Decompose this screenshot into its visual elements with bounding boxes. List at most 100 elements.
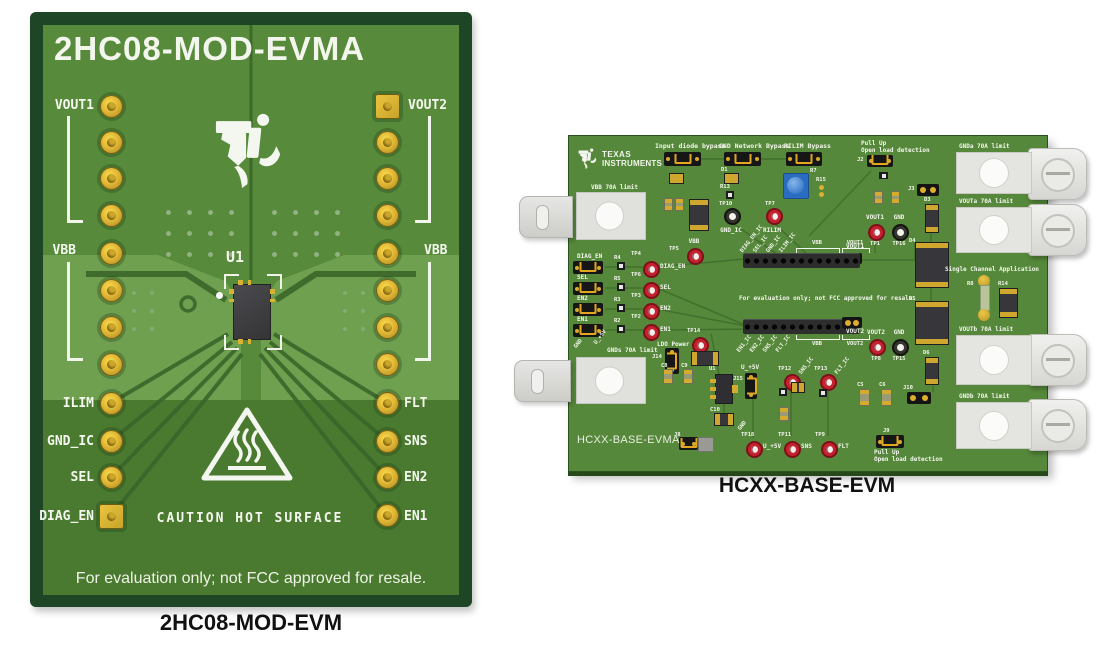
resistor	[726, 191, 734, 199]
pin-label-vbb-right: VBB	[424, 243, 448, 258]
tp-sns-ref: TP11	[778, 432, 792, 438]
gold-pad	[376, 131, 399, 154]
test-point-rilim	[766, 208, 783, 225]
ref-d4: D4	[909, 238, 916, 244]
gold-pad-square	[375, 94, 400, 119]
ctl-name-en2: EN2	[577, 295, 588, 302]
diode	[689, 199, 709, 231]
bracket-line	[428, 262, 431, 360]
ctl-tp-ref: TP2	[631, 314, 641, 320]
single-channel-label: Single Channel Application	[945, 266, 1039, 273]
ref-j8: J8	[674, 432, 681, 438]
jumper-sel	[573, 282, 603, 295]
side-vout2-label: VOUT2	[846, 328, 865, 335]
jumper-label-rilim-bypass: RILIM Bypass	[784, 142, 831, 150]
capacitor	[675, 198, 684, 211]
pull-up-top-label2: Open load detection	[861, 147, 930, 154]
bracket-tick	[415, 358, 431, 361]
screw-terminal	[1028, 204, 1087, 256]
terminal-label-gnds: GNDs 70A limit	[607, 347, 658, 354]
ctl-res-ref: R2	[614, 318, 621, 324]
pin-header	[743, 319, 860, 334]
pull-up-bottom-label2: Open load detection	[874, 456, 943, 463]
tp14-ref: TP14	[687, 328, 701, 334]
jumper-2pin	[907, 392, 931, 404]
tp-vout1-signal: VOUT1	[865, 214, 885, 221]
capacitor	[714, 413, 734, 426]
diode	[925, 357, 939, 385]
ref-u1: U1	[709, 366, 716, 372]
tp-flt-signal: FLT	[838, 443, 849, 450]
diode	[925, 204, 939, 233]
jumper-input-diode-bypass	[664, 152, 701, 166]
header-top-vout1: VOUT1	[846, 240, 864, 246]
bracket-tick	[415, 220, 431, 223]
screw-terminal	[1028, 148, 1087, 200]
trimmer-potentiometer	[783, 173, 809, 199]
pin-header	[743, 253, 860, 268]
pull-up-top-label1: Pull Up	[861, 140, 887, 147]
pin-label-gnd-ic: GND_IC	[47, 434, 94, 449]
gold-pad	[376, 430, 399, 453]
tp-gnd1-ref: TP16	[892, 241, 906, 247]
resistor	[999, 288, 1018, 318]
pin-label-sel: SEL	[70, 470, 94, 485]
solder-pad	[819, 185, 824, 190]
test-point-gnd2	[892, 339, 909, 356]
ctl-signal: EN2	[660, 305, 671, 312]
bus-bracket	[796, 335, 840, 340]
test-point-gnd-ic	[724, 208, 741, 225]
test-point-vout1	[868, 224, 885, 241]
diode	[915, 242, 949, 288]
capacitor	[881, 389, 892, 406]
pin1-marker	[216, 292, 223, 299]
jumper-u5v	[745, 373, 757, 399]
ctl-tp-ref: TP6	[631, 272, 641, 278]
gold-pad	[376, 167, 399, 190]
ref-d5: D5	[909, 296, 916, 302]
bus-bracket	[842, 335, 870, 340]
via-dot-grid	[336, 284, 378, 342]
gold-pad	[376, 392, 399, 415]
pin-label-en1: EN1	[404, 509, 428, 524]
ref-r14: R14	[998, 281, 1008, 287]
jumper-j8	[679, 437, 698, 450]
gold-pad	[376, 204, 399, 227]
gold-pad	[376, 466, 399, 489]
through-hole-resistor	[976, 275, 992, 321]
diode	[724, 173, 739, 184]
test-point-vout2	[869, 339, 886, 356]
test-point-en2	[643, 303, 660, 320]
tp-vbb-signal: VBB	[688, 238, 700, 245]
module-board: 2HC08-MOD-EVMA VOUT1 VOUT2 VBB VBB U1	[30, 12, 472, 607]
tp-flt-ref: TP9	[815, 432, 825, 438]
resistor	[617, 325, 625, 333]
ctl-name-en1: EN1	[577, 316, 588, 323]
jumper-rilim-bypass	[786, 152, 822, 166]
capacitor	[891, 191, 900, 204]
base-board-caption: HCXX-BASE-EVM	[718, 474, 896, 497]
jumper-housing	[698, 437, 714, 452]
ref-d3: D3	[924, 197, 931, 203]
resistor	[617, 262, 625, 270]
tp-gnd1-signal: GND	[893, 214, 905, 221]
resistor	[779, 388, 787, 396]
terminal-label-gnda: GNDa 70A limit	[959, 143, 1010, 150]
chip-ref: U1	[226, 248, 245, 266]
gold-pad	[100, 392, 123, 415]
test-point-diag-en	[643, 261, 660, 278]
tp-u5v-ref: TP18	[741, 432, 755, 438]
ldo-label: LDO Power	[657, 341, 690, 348]
terminal-plate	[956, 152, 1032, 194]
ctl-name-diag-en: DIAG_EN	[577, 253, 603, 260]
via-dot-grid	[158, 202, 244, 266]
terminal-label-voutb: VOUTb 70A limit	[959, 326, 1014, 333]
jumper-gnd-network-bypass	[724, 152, 761, 166]
resistor	[617, 283, 625, 291]
bracket-line	[428, 116, 431, 222]
test-point-sel	[643, 282, 660, 299]
pin-label-vout1: VOUT1	[54, 98, 94, 113]
bracket-tick	[67, 220, 83, 223]
via-dot-grid	[264, 202, 350, 266]
pin-label-ilim: ILIM	[62, 396, 94, 411]
